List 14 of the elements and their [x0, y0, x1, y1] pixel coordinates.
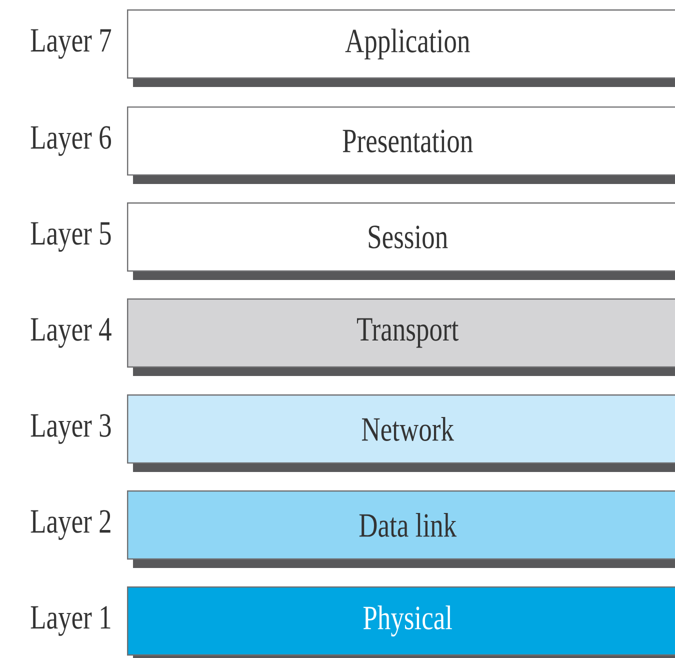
layer-label: Layer 5 [30, 222, 111, 252]
layer-label: Layer 3 [30, 414, 111, 444]
layer-label: Layer 6 [30, 126, 112, 156]
layer-box: Application [127, 9, 675, 87]
layer-box: Presentation [127, 106, 675, 184]
layer-box: Session [127, 202, 675, 280]
layer-label: Layer 2 [30, 510, 110, 540]
layer-label: Layer 4 [30, 318, 112, 348]
layer-box: Network [127, 394, 675, 472]
layer-label: Layer 7 [30, 29, 112, 59]
layer-box: Transport [127, 298, 675, 376]
layer-box: Physical [127, 586, 675, 658]
layer-label: Layer 1 [30, 606, 110, 636]
layer-box: Data link [127, 490, 675, 568]
